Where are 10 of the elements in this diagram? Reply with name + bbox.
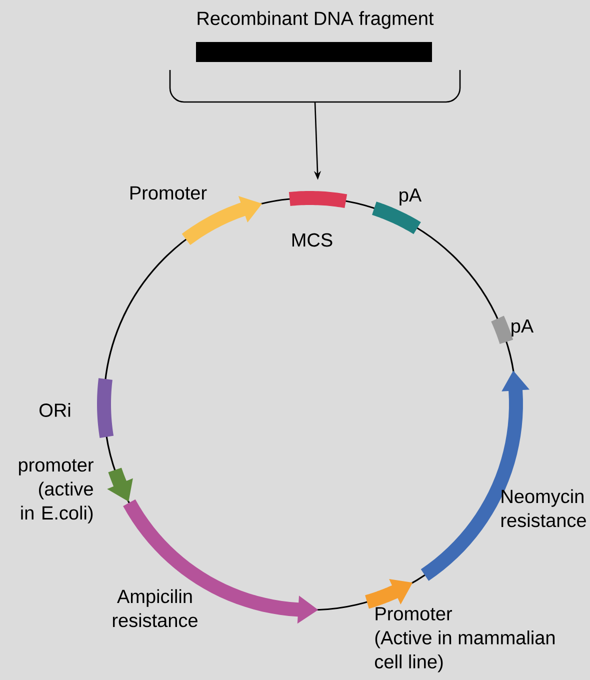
- fragment-label: Recombinant DNA fragment: [198, 11, 434, 29]
- segment-label: promoter (active in E.coli): [19, 459, 94, 524]
- segment-label: pA: [400, 188, 422, 206]
- segment-label: pA: [512, 320, 534, 336]
- segment-label: Ampicilin resistance: [112, 589, 198, 628]
- segment-label: Neomycin resistance: [501, 489, 586, 528]
- segment-label: Promoter: [130, 186, 207, 200]
- segment-label: Promoter (Active in mammalian cell line): [375, 607, 555, 672]
- segment-label: ORi: [40, 403, 70, 417]
- segment-label: MCS: [292, 233, 332, 247]
